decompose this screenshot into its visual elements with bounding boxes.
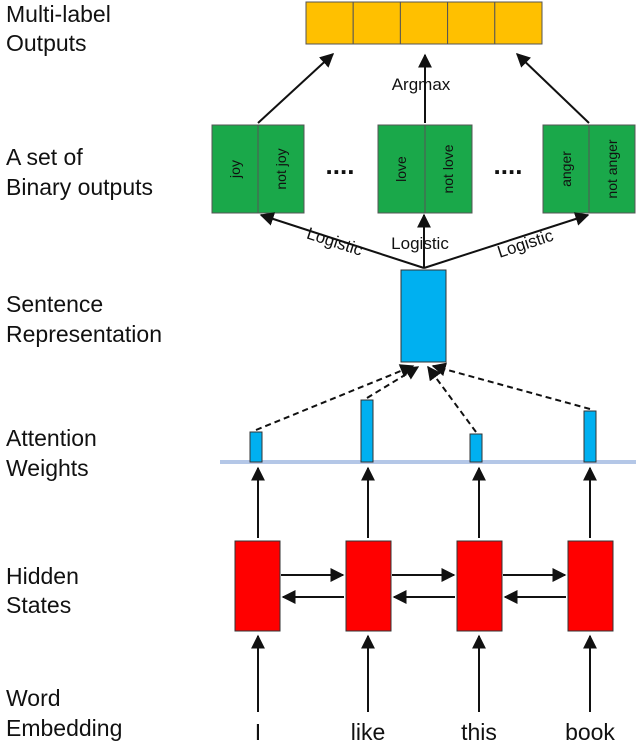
label-binary-2: Binary outputs — [6, 174, 153, 200]
hidden-state-3 — [456, 540, 503, 632]
hidden-to-attention-arrows — [251, 466, 597, 538]
label-outputs-1: Multi-label — [6, 1, 111, 27]
attention-arrow-4 — [431, 362, 591, 410]
output-cell-1 — [305, 1, 354, 45]
argmax-label: Argmax — [392, 75, 451, 94]
binary-label-not-love: not love — [440, 144, 456, 193]
label-outputs-2: Outputs — [6, 30, 87, 56]
attention-arrow-2 — [366, 366, 420, 399]
logistic-label-left: Logistic — [304, 224, 365, 260]
word-2: like — [351, 719, 386, 745]
sentence-representation-box — [400, 269, 447, 363]
hidden-states — [234, 540, 614, 632]
output-cell-3 — [399, 1, 449, 45]
binary-output-group: joy not joy love not love anger not ange… — [211, 124, 636, 214]
logistic-label-center: Logistic — [391, 234, 449, 253]
binary-label-not-anger: not anger — [604, 139, 620, 198]
output-arrows — [257, 53, 590, 124]
attention-bar-4 — [583, 410, 597, 463]
arrow-joy-to-output — [257, 53, 335, 124]
binary-box-not-joy — [257, 124, 305, 214]
attention-arrow-3 — [427, 365, 477, 433]
binary-label-joy: joy — [227, 160, 243, 179]
binary-box-not-love — [424, 124, 473, 214]
label-embedding-2: Embedding — [6, 715, 122, 741]
ellipsis-left: .... — [326, 150, 355, 180]
label-hidden-1: Hidden — [6, 563, 79, 589]
label-attention-2: Weights — [6, 455, 89, 481]
arrow-logistic-joy — [259, 212, 425, 269]
attention-arrows — [255, 362, 591, 433]
logistic-arrows — [259, 212, 590, 269]
attention-bar-3 — [469, 433, 483, 463]
binary-box-not-anger — [588, 124, 636, 214]
output-cell-4 — [447, 1, 496, 45]
binary-box-anger — [542, 124, 590, 214]
word-3: this — [461, 719, 497, 745]
row-labels: Multi-label Outputs A set of Binary outp… — [6, 1, 162, 741]
hidden-state-4 — [567, 540, 614, 632]
binary-label-not-joy: not joy — [273, 148, 289, 189]
attention-arrow-1 — [255, 364, 415, 431]
word-4: book — [565, 719, 615, 745]
ellipsis-right: .... — [494, 150, 523, 180]
arrow-anger-to-output — [515, 53, 590, 124]
binary-label-anger: anger — [558, 151, 574, 187]
hidden-state-1 — [234, 540, 281, 632]
label-attention-1: Attention — [6, 425, 97, 451]
attention-bar-2 — [360, 399, 374, 463]
label-hidden-2: States — [6, 592, 71, 618]
multi-label-output-cells — [305, 1, 543, 45]
embedding-arrows — [251, 634, 597, 712]
output-cell-2 — [352, 1, 401, 45]
recurrent-arrows — [281, 568, 567, 604]
hidden-state-2 — [345, 540, 392, 632]
attention-bar-1 — [249, 431, 263, 463]
binary-box-joy — [211, 124, 259, 214]
logistic-label-right: Logistic — [495, 226, 556, 262]
input-words: I like this book — [255, 719, 616, 745]
binary-label-love: love — [393, 156, 409, 182]
arrow-logistic-anger — [423, 212, 590, 269]
label-embedding-1: Word — [6, 685, 61, 711]
label-binary-1: A set of — [6, 144, 83, 170]
label-sentence-1: Sentence — [6, 291, 103, 317]
output-cell-5 — [494, 1, 543, 45]
binary-box-love — [377, 124, 426, 214]
word-1: I — [255, 719, 261, 745]
attention-weight-bars — [249, 399, 597, 463]
label-sentence-2: Representation — [6, 321, 162, 347]
